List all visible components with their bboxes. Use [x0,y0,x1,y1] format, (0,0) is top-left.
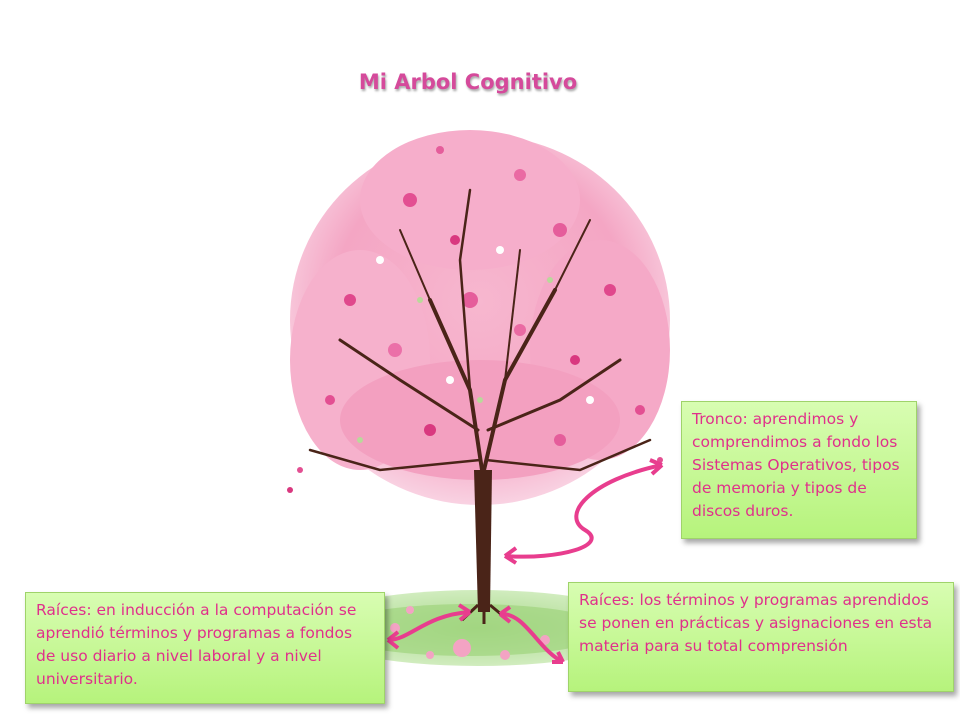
blossom-dots [287,146,663,493]
arrow-to-right-roots [498,605,565,664]
roots-left-note: Raíces: en inducción a la computación se… [25,592,385,704]
slide-title: Mi Arbol Cognitivo [358,70,578,94]
tree-branches [308,188,652,472]
tree-crown [290,130,670,505]
arrow-to-left-roots [386,603,472,650]
trunk-note: Tronco: aprendimos y comprendimos a fond… [681,401,917,539]
tree-trunk [474,470,492,612]
arrow-to-trunk [503,458,664,565]
roots-right-note: Raíces: los términos y programas aprendi… [568,582,954,692]
